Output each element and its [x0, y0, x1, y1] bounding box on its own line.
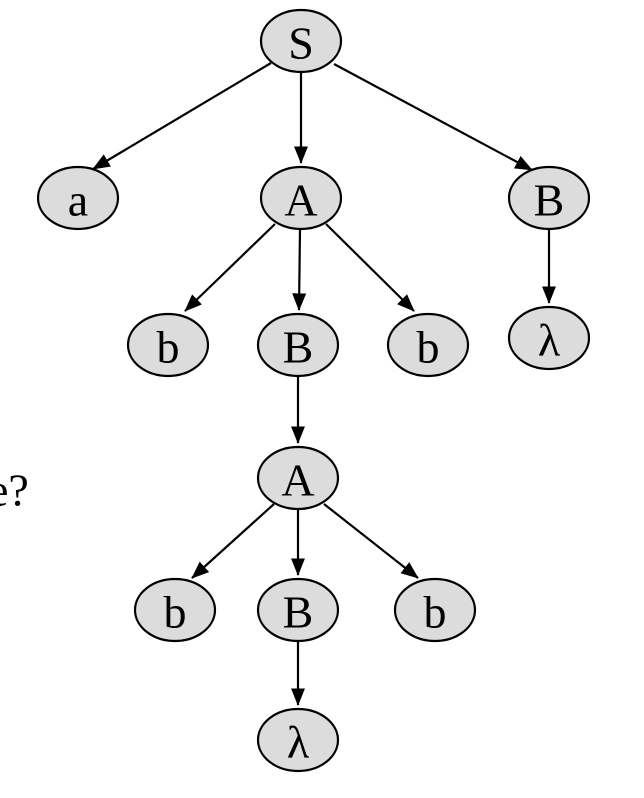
edges-group: [92, 62, 557, 706]
node-shape-n11: [393, 577, 477, 643]
node-shape-n12: [256, 707, 340, 773]
node-label-n5: B: [283, 322, 314, 373]
tree-edge-n2-to-n6: [325, 223, 415, 312]
tree-node-n5: B: [256, 312, 340, 378]
node-shape-n9: [133, 577, 217, 643]
node-shape-n6: [386, 312, 470, 378]
node-label-n12: λ: [287, 717, 310, 768]
node-label-n2: A: [284, 175, 317, 226]
tree-node-n7: λ: [507, 305, 591, 371]
node-label-n8: A: [281, 455, 314, 506]
tree-node-n1: a: [36, 165, 120, 231]
tree-edge-n0-to-n1: [92, 62, 272, 170]
node-label-n1: a: [68, 175, 88, 226]
tree-node-n8: A: [256, 445, 340, 511]
tree-node-n4: b: [126, 312, 210, 378]
tree-node-n3: B: [507, 165, 591, 231]
tree-edge-n8-to-n9: [191, 503, 275, 579]
tree-edge-n8-to-n11: [323, 503, 419, 579]
tree-node-n9: b: [133, 577, 217, 643]
node-shape-n3: [507, 165, 591, 231]
node-shape-n1: [36, 165, 120, 231]
node-shape-n8: [256, 445, 340, 511]
node-label-n11: b: [424, 587, 447, 638]
tree-node-n12: λ: [256, 707, 340, 773]
tree-node-n0: S: [259, 8, 343, 74]
node-shape-n2: [259, 165, 343, 231]
node-shape-n0: [259, 8, 343, 74]
node-shape-n4: [126, 312, 210, 378]
node-shape-n7: [507, 305, 591, 371]
tree-node-n10: B: [256, 577, 340, 643]
node-label-n7: λ: [538, 315, 561, 366]
node-shape-n10: [256, 577, 340, 643]
node-label-n3: B: [534, 175, 565, 226]
tree-edge-n2-to-n5: [292, 228, 307, 311]
tree-edge-n0-to-n3: [333, 63, 533, 171]
node-label-n0: S: [288, 18, 314, 69]
tree-node-n2: A: [259, 165, 343, 231]
tree-node-n6: b: [386, 312, 470, 378]
node-label-n4: b: [157, 322, 180, 373]
node-label-n10: B: [283, 587, 314, 638]
tree-node-n11: b: [393, 577, 477, 643]
tree-edge-n2-to-n4: [184, 223, 276, 312]
cropped-side-text: e?: [0, 465, 29, 516]
node-label-n6: b: [417, 322, 440, 373]
node-label-n9: b: [164, 587, 187, 638]
node-shape-n5: [256, 312, 340, 378]
